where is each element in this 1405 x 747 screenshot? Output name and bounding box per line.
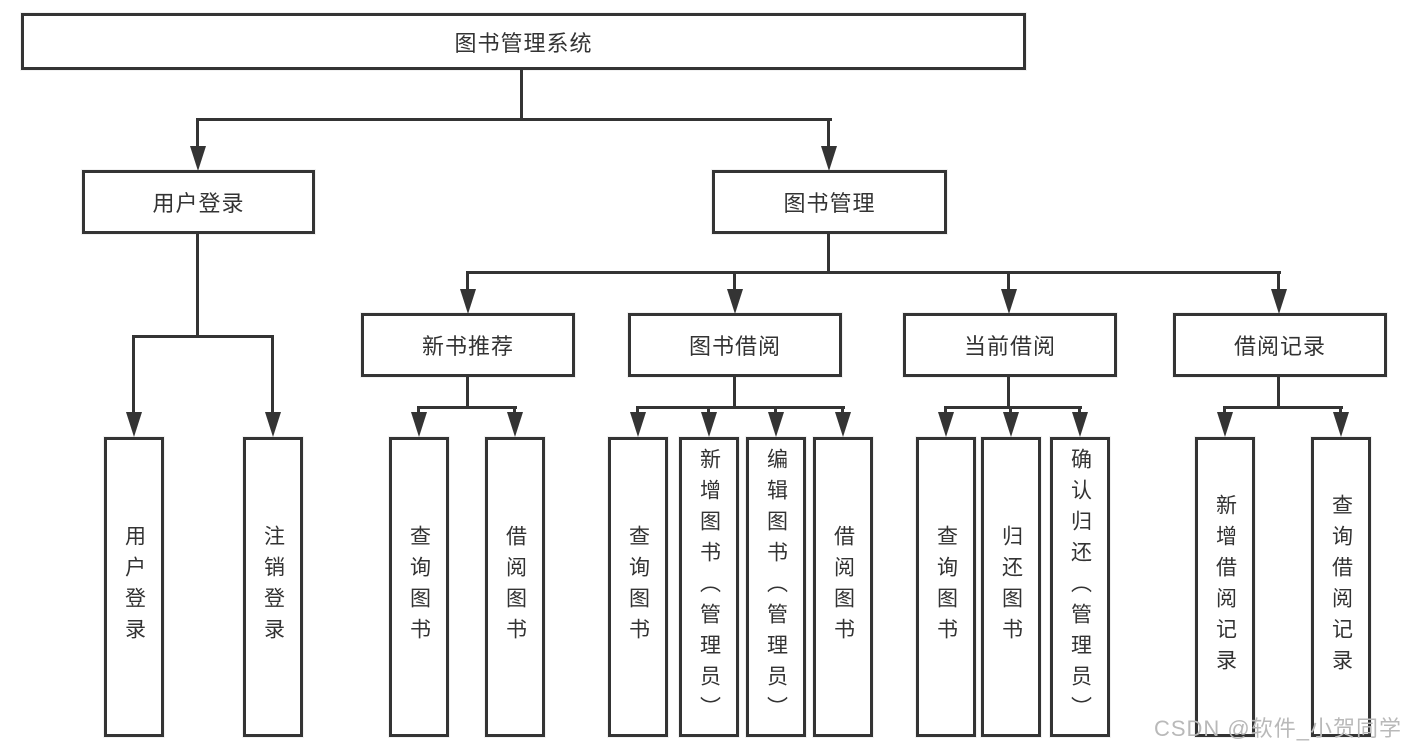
connector-vline	[841, 406, 844, 415]
connector-vline	[1223, 406, 1226, 415]
node-label: 新书推荐	[421, 334, 514, 359]
arrow-down-icon	[821, 146, 837, 171]
arrow-down-icon	[630, 412, 646, 437]
node-label: 当前借阅	[963, 334, 1056, 359]
node-borrowing-records: 借阅记录	[1173, 313, 1387, 377]
arrow-down-icon	[460, 289, 476, 314]
node-label: 用户登录	[152, 191, 245, 216]
leaf-label: 借阅图书	[831, 525, 855, 649]
leaf-user-login: 用户登录	[104, 437, 164, 737]
node-user-login: 用户登录	[82, 170, 315, 234]
arrow-down-icon	[938, 412, 954, 437]
connector-vline	[944, 406, 947, 415]
arrow-down-icon	[835, 412, 851, 437]
leaf-label: 新增图书（管理员）	[697, 447, 721, 727]
arrow-down-icon	[1003, 412, 1019, 437]
leaf-logout: 注销登录	[243, 437, 303, 737]
connector-vline	[196, 234, 199, 337]
connector-vline	[707, 406, 710, 415]
arrow-down-icon	[411, 412, 427, 437]
leaf-label: 确认归还（管理员）	[1068, 447, 1092, 727]
leaf-label: 注销登录	[261, 525, 285, 649]
arrow-down-icon	[768, 412, 784, 437]
csdn-watermark: CSDN @软件_小贺同学	[1153, 716, 1402, 741]
leaf-label: 查询图书	[934, 525, 958, 649]
connector-vline	[1007, 271, 1010, 291]
node-book-borrowing: 图书借阅	[628, 313, 842, 377]
connector-vline	[271, 335, 274, 415]
connector-hline	[417, 406, 517, 409]
leaf-query-borrow-record: 查询借阅记录	[1311, 437, 1371, 737]
leaf-label: 借阅图书	[503, 525, 527, 649]
leaf-confirm-return-admin: 确认归还（管理员）	[1050, 437, 1110, 737]
connector-hline	[132, 335, 273, 338]
connector-vline	[733, 377, 736, 408]
node-label: 图书借阅	[688, 334, 781, 359]
arrow-down-icon	[1001, 289, 1017, 314]
connector-vline	[196, 118, 199, 148]
node-new-book-recommendation: 新书推荐	[361, 313, 575, 377]
connector-vline	[774, 406, 777, 415]
connector-vline	[513, 406, 516, 415]
connector-hline	[466, 271, 1281, 274]
arrow-down-icon	[1333, 412, 1349, 437]
connector-vline	[520, 70, 523, 120]
connector-vline	[827, 118, 830, 148]
leaf-label: 查询图书	[407, 525, 431, 649]
connector-vline	[1009, 406, 1012, 415]
connector-vline	[1078, 406, 1081, 415]
connector-hline	[636, 406, 845, 409]
node-book-management: 图书管理	[712, 170, 947, 234]
node-label: 图书管理	[783, 191, 876, 216]
connector-vline	[1007, 377, 1010, 408]
arrow-down-icon	[1271, 289, 1287, 314]
leaf-label: 用户登录	[122, 525, 146, 649]
connector-vline	[417, 406, 420, 415]
arrow-down-icon	[265, 412, 281, 437]
leaf-return-book: 归还图书	[981, 437, 1041, 737]
connector-vline	[827, 234, 830, 273]
connector-hline	[196, 118, 832, 121]
arrow-down-icon	[126, 412, 142, 437]
connector-vline	[1277, 271, 1280, 291]
connector-vline	[132, 335, 135, 415]
arrow-down-icon	[1072, 412, 1088, 437]
arrow-down-icon	[1217, 412, 1233, 437]
node-label: 借阅记录	[1233, 334, 1326, 359]
leaf-label: 查询图书	[626, 525, 650, 649]
leaf-borrow-books: 借阅图书	[813, 437, 873, 737]
connector-vline	[466, 377, 469, 408]
arrow-down-icon	[190, 146, 206, 171]
arrow-down-icon	[507, 412, 523, 437]
leaf-borrow-books-recommend: 借阅图书	[485, 437, 545, 737]
leaf-label: 查询借阅记录	[1329, 494, 1353, 680]
node-label: 图书管理系统	[454, 30, 593, 56]
node-library-management-system: 图书管理系统	[21, 13, 1026, 70]
leaf-query-books-borrow: 查询图书	[608, 437, 668, 737]
leaf-label: 新增借阅记录	[1213, 494, 1237, 680]
connector-vline	[466, 271, 469, 291]
connector-vline	[1339, 406, 1342, 415]
connector-hline	[1223, 406, 1343, 409]
leaf-label: 归还图书	[999, 525, 1023, 649]
connector-vline	[733, 271, 736, 291]
arrow-down-icon	[701, 412, 717, 437]
leaf-label: 编辑图书（管理员）	[764, 447, 788, 727]
leaf-edit-book-admin: 编辑图书（管理员）	[746, 437, 806, 737]
leaf-add-borrow-record: 新增借阅记录	[1195, 437, 1255, 737]
connector-vline	[636, 406, 639, 415]
leaf-add-book-admin: 新增图书（管理员）	[679, 437, 739, 737]
connector-vline	[1277, 377, 1280, 408]
leaf-query-books-recommend: 查询图书	[389, 437, 449, 737]
leaf-query-books-current: 查询图书	[916, 437, 976, 737]
arrow-down-icon	[727, 289, 743, 314]
node-current-borrowing: 当前借阅	[903, 313, 1117, 377]
connector-hline	[944, 406, 1082, 409]
